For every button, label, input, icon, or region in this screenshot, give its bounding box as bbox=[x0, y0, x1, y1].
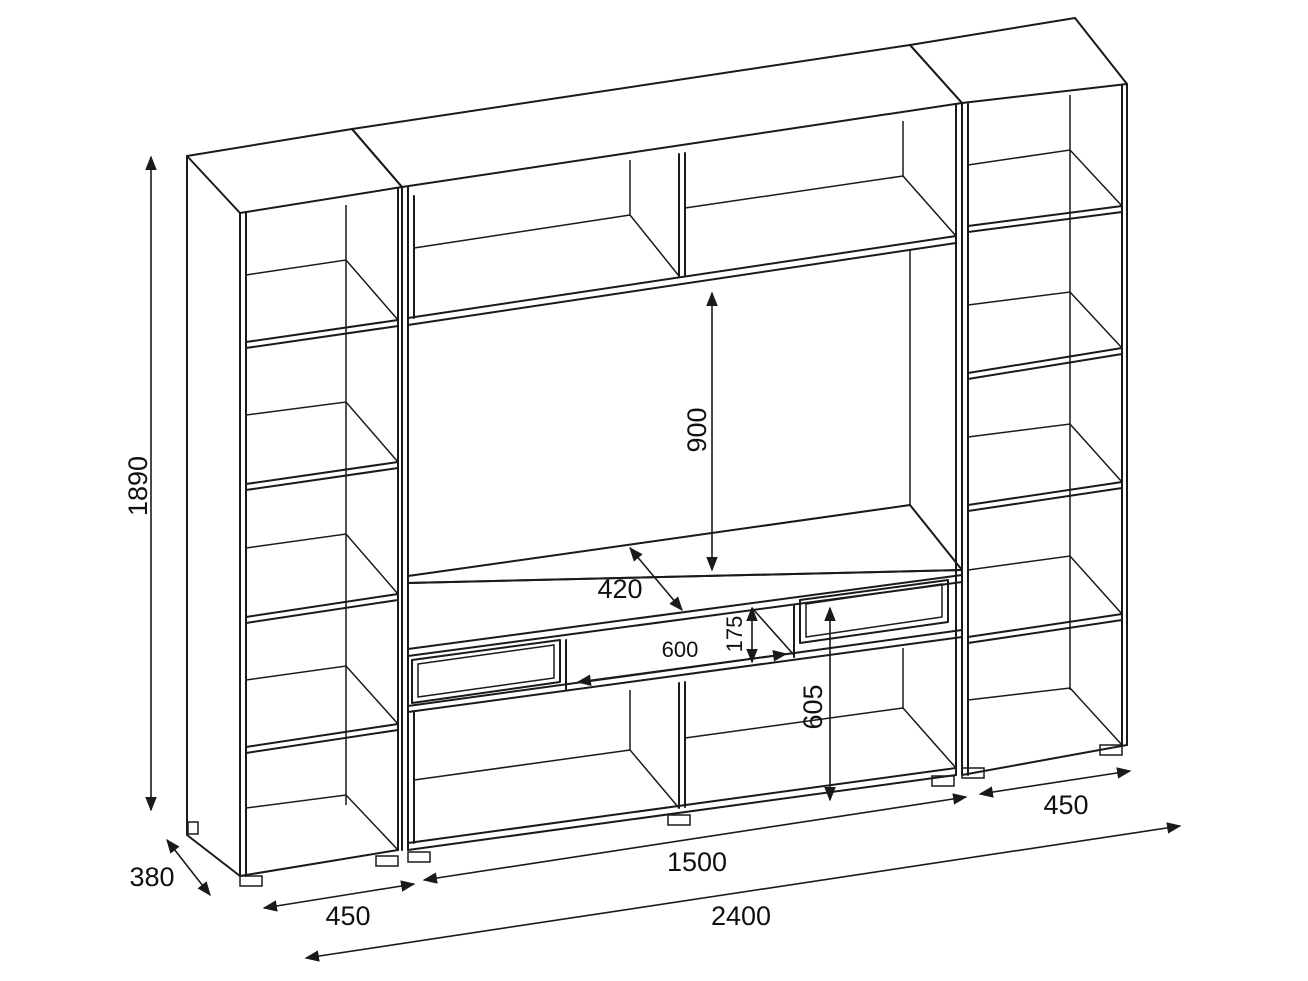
dim-line-depth bbox=[166, 838, 211, 897]
center-foot-mid bbox=[667, 814, 691, 826]
right-cabinet bbox=[909, 17, 1128, 779]
dim-line-drawer-leader bbox=[751, 607, 795, 656]
label-drawer-width: 600 bbox=[662, 637, 699, 662]
label-shelf-height: 605 bbox=[798, 684, 828, 729]
label-drawer-height: 175 bbox=[722, 616, 747, 653]
center-foot-right bbox=[931, 775, 955, 787]
label-depth: 380 bbox=[129, 862, 174, 892]
right-foot-right bbox=[1099, 744, 1123, 756]
dimension-lines bbox=[145, 155, 1182, 962]
dimension-labels: 1890 380 450 1500 450 2400 900 420 175 6… bbox=[123, 407, 1089, 931]
center-foot-left bbox=[407, 851, 431, 863]
dim-line-shelf-depth bbox=[629, 546, 683, 612]
label-shelf-depth: 420 bbox=[597, 574, 642, 604]
label-right-width: 450 bbox=[1043, 790, 1088, 820]
left-shelves bbox=[245, 259, 399, 851]
dim-line-drawer-width bbox=[576, 650, 788, 686]
left-cabinet bbox=[186, 128, 403, 887]
label-total-height: 1890 bbox=[123, 456, 153, 516]
left-foot-back bbox=[187, 821, 199, 835]
left-foot-right bbox=[375, 855, 399, 867]
label-left-width: 450 bbox=[325, 901, 370, 931]
left-foot-front bbox=[239, 875, 263, 887]
dim-line-right-width bbox=[978, 767, 1132, 798]
label-center-width: 1500 bbox=[667, 847, 727, 877]
right-shelves bbox=[967, 149, 1123, 746]
label-niche-height: 900 bbox=[682, 407, 712, 452]
label-total-width: 2400 bbox=[711, 901, 771, 931]
dim-line-total-width bbox=[304, 822, 1182, 962]
center-cabinet bbox=[351, 44, 963, 863]
